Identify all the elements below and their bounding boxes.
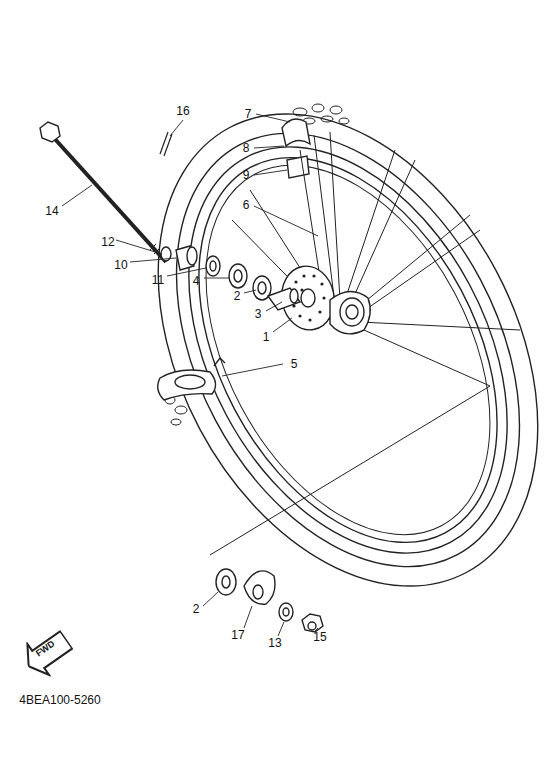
callout-number: 7: [245, 108, 252, 120]
callout-number: 2: [234, 290, 241, 302]
callout-number: 13: [268, 637, 281, 649]
callout-number: 10: [114, 259, 127, 271]
drawing-code: 4BEA100-5260: [19, 694, 100, 706]
callout-number: 17: [231, 629, 244, 641]
callout-number: 11: [152, 274, 164, 286]
callout-number: 9: [243, 169, 250, 181]
callout-number: 16: [176, 105, 189, 117]
callout-number: 14: [45, 205, 58, 217]
callout-number: 15: [313, 631, 326, 643]
callout-number: 8: [243, 142, 250, 154]
callout-number: 2: [193, 603, 200, 615]
direction-arrow: FWD: [16, 622, 79, 683]
arrow-outline: [16, 622, 79, 683]
callout-number: 5: [291, 358, 298, 370]
callout-number: 4: [193, 275, 200, 287]
callout-number: 1: [263, 331, 270, 343]
callout-number: 12: [101, 236, 114, 248]
callout-number: 3: [255, 308, 262, 320]
callout-number: 6: [243, 199, 250, 211]
